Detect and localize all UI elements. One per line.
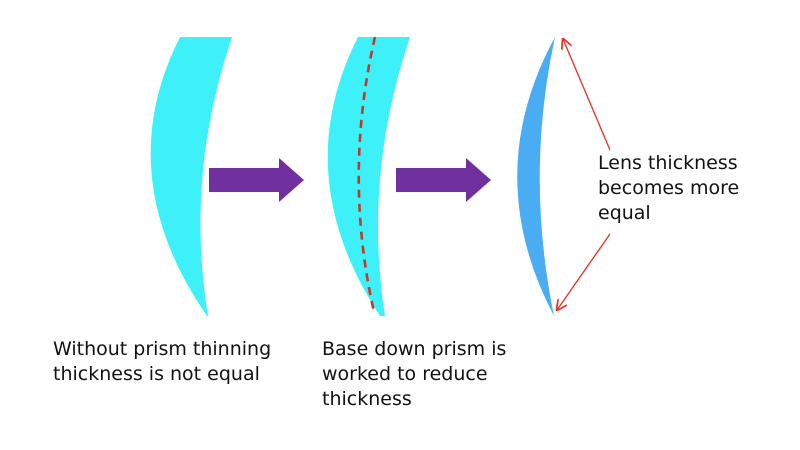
- caption-line: becomes more: [598, 177, 740, 199]
- lens-base-down-prism: [327, 37, 410, 316]
- caption-result: Lens thickness becomes more equal: [598, 151, 739, 226]
- caption-line: worked to reduce: [322, 363, 488, 385]
- caption-without-prism: Without prism thinning thickness is not …: [53, 337, 271, 387]
- annotation-line-bottom: [557, 233, 611, 310]
- caption-base-down-prism: Base down prism is worked to reduce thic…: [322, 337, 506, 412]
- lens-thinned: [517, 37, 555, 316]
- caption-line: thickness is not equal: [53, 363, 260, 385]
- annotation-line-top: [563, 39, 611, 151]
- caption-line: thickness: [322, 388, 412, 410]
- arrow-right-2: [396, 158, 491, 202]
- caption-line: Base down prism is: [322, 338, 507, 360]
- arrow-right-1: [209, 158, 304, 202]
- caption-line: Without prism thinning: [53, 338, 272, 360]
- prism-dash-line: [357, 36, 377, 313]
- caption-line: equal: [598, 202, 651, 224]
- caption-line: Lens thickness: [598, 152, 738, 174]
- lens-without-prism: [150, 37, 232, 316]
